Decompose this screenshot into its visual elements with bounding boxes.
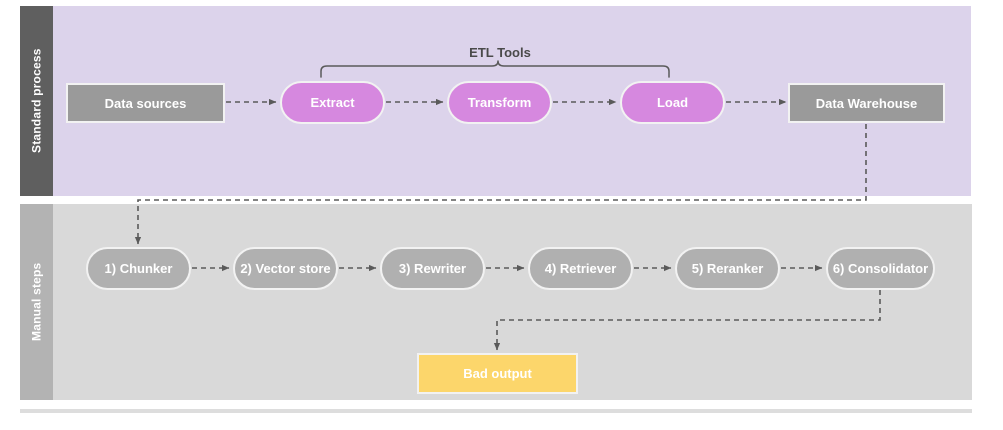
etl-tools-label: ETL Tools (469, 45, 531, 60)
node-consolidator[interactable]: 6) Consolidator (826, 247, 935, 290)
lane-standard-process-header: Standard process (20, 6, 53, 196)
node-extract[interactable]: Extract (280, 81, 385, 124)
node-rewriter[interactable]: 3) Rewriter (380, 247, 485, 290)
node-bad-output[interactable]: Bad output (417, 353, 578, 394)
node-transform[interactable]: Transform (447, 81, 552, 124)
node-reranker[interactable]: 5) Reranker (675, 247, 780, 290)
node-vector-store[interactable]: 2) Vector store (233, 247, 338, 290)
node-load[interactable]: Load (620, 81, 725, 124)
lane-manual-steps-header: Manual steps (20, 204, 53, 400)
node-data-warehouse[interactable]: Data Warehouse (788, 83, 945, 123)
bottom-divider (20, 409, 972, 413)
node-retriever[interactable]: 4) Retriever (528, 247, 633, 290)
node-chunker[interactable]: 1) Chunker (86, 247, 191, 290)
node-data-sources[interactable]: Data sources (66, 83, 225, 123)
